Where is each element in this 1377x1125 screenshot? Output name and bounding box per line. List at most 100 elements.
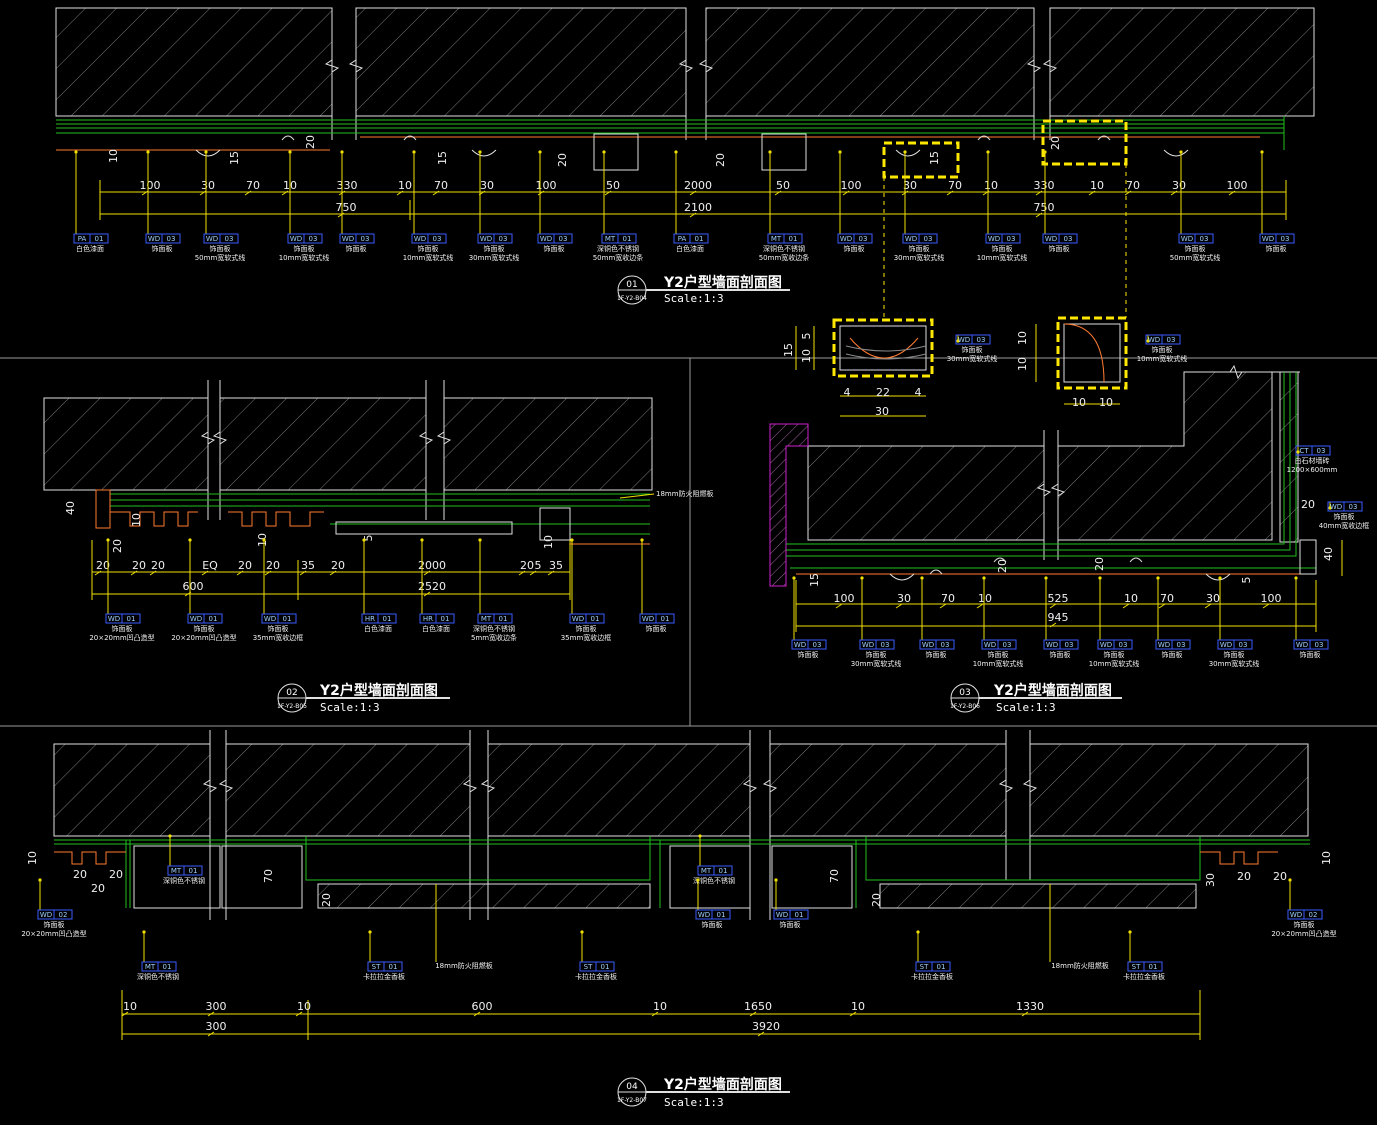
dimension-label: 1330 xyxy=(1016,1000,1044,1013)
wall-block xyxy=(43,397,653,491)
tag-box xyxy=(673,233,709,244)
small-dimension: 20 xyxy=(1093,557,1106,571)
dimension-label: 70 xyxy=(434,179,448,192)
tag-note-2: 50mm宽收边条 xyxy=(759,253,810,262)
small-dimension: 20 xyxy=(1301,498,1315,511)
tag-box xyxy=(37,909,73,920)
small-dimension: 10 xyxy=(107,149,120,163)
dimension-label: 1650 xyxy=(744,1000,772,1013)
tag-number: 03 xyxy=(559,235,568,243)
tag-code: ST xyxy=(920,963,929,971)
title-block[interactable]: 01 1F-Y2-B04 Y2户型墙面剖面图 Scale:1:3 xyxy=(617,274,790,305)
tag-box xyxy=(1043,639,1079,650)
tag-box xyxy=(1259,233,1295,244)
dimension-label: 100 xyxy=(140,179,161,192)
dimension-tick xyxy=(281,190,289,196)
dimension-lines xyxy=(91,540,571,600)
tag-code: WD xyxy=(108,615,120,623)
tag-box xyxy=(361,613,397,624)
tag-note-2: 10mm宽软式线 xyxy=(973,659,1024,668)
title-block[interactable]: 03 1F-Y2-B06 Y2户型墙面剖面图 Scale:1:3 xyxy=(950,682,1122,714)
dimension-label: 10 xyxy=(984,179,998,192)
tag-number: 01 xyxy=(189,867,198,875)
tag-note: 白色漆面 xyxy=(364,624,392,633)
leader-dot xyxy=(768,150,772,154)
tag-note-2: 10mm宽软式线 xyxy=(1089,659,1140,668)
small-dimension: 30 xyxy=(1204,873,1217,887)
title-block[interactable]: 04 1F-Y2-B07 Y2户型墙面剖面图 Scale:1:3 xyxy=(617,1076,790,1109)
tag-number: 01 xyxy=(163,963,172,971)
dimension-tick xyxy=(939,603,947,609)
top-note: 18mm防火阻燃板 xyxy=(656,489,714,498)
tag-note-2: 1200×600mm xyxy=(1287,466,1338,474)
break-lines xyxy=(1036,364,1300,560)
dimension-label: 300 xyxy=(206,1000,227,1013)
tag-number: 03 xyxy=(499,235,508,243)
tag-code: WD xyxy=(776,911,788,919)
dimension-tick xyxy=(201,570,209,576)
leader-dot xyxy=(288,150,292,154)
dimension-tick xyxy=(295,1011,303,1017)
leader-dot xyxy=(1218,576,1222,580)
tag-code: WD xyxy=(264,615,276,623)
tag-note: 饰面板 xyxy=(909,244,930,253)
dimension-label: 10 xyxy=(123,1000,137,1013)
tag-box xyxy=(773,909,809,920)
tag-code: WD xyxy=(905,235,917,243)
title-block[interactable]: 02 1F-Y2-B05 Y2户型墙面剖面图 Scale:1:3 xyxy=(277,682,450,714)
small-dimension: 20 xyxy=(1237,870,1251,883)
panel-face xyxy=(796,539,1317,581)
